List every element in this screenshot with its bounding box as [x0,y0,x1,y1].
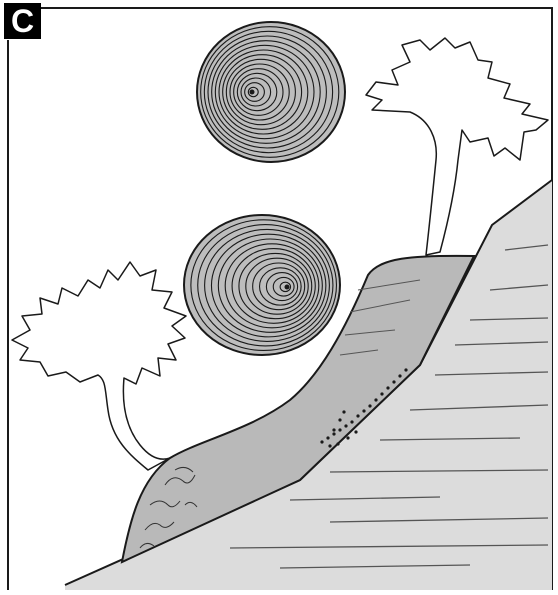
panel-label: C [4,3,41,39]
tree-left [12,262,186,470]
ring-section-upper [197,22,345,162]
ring-section-lower [184,215,340,355]
